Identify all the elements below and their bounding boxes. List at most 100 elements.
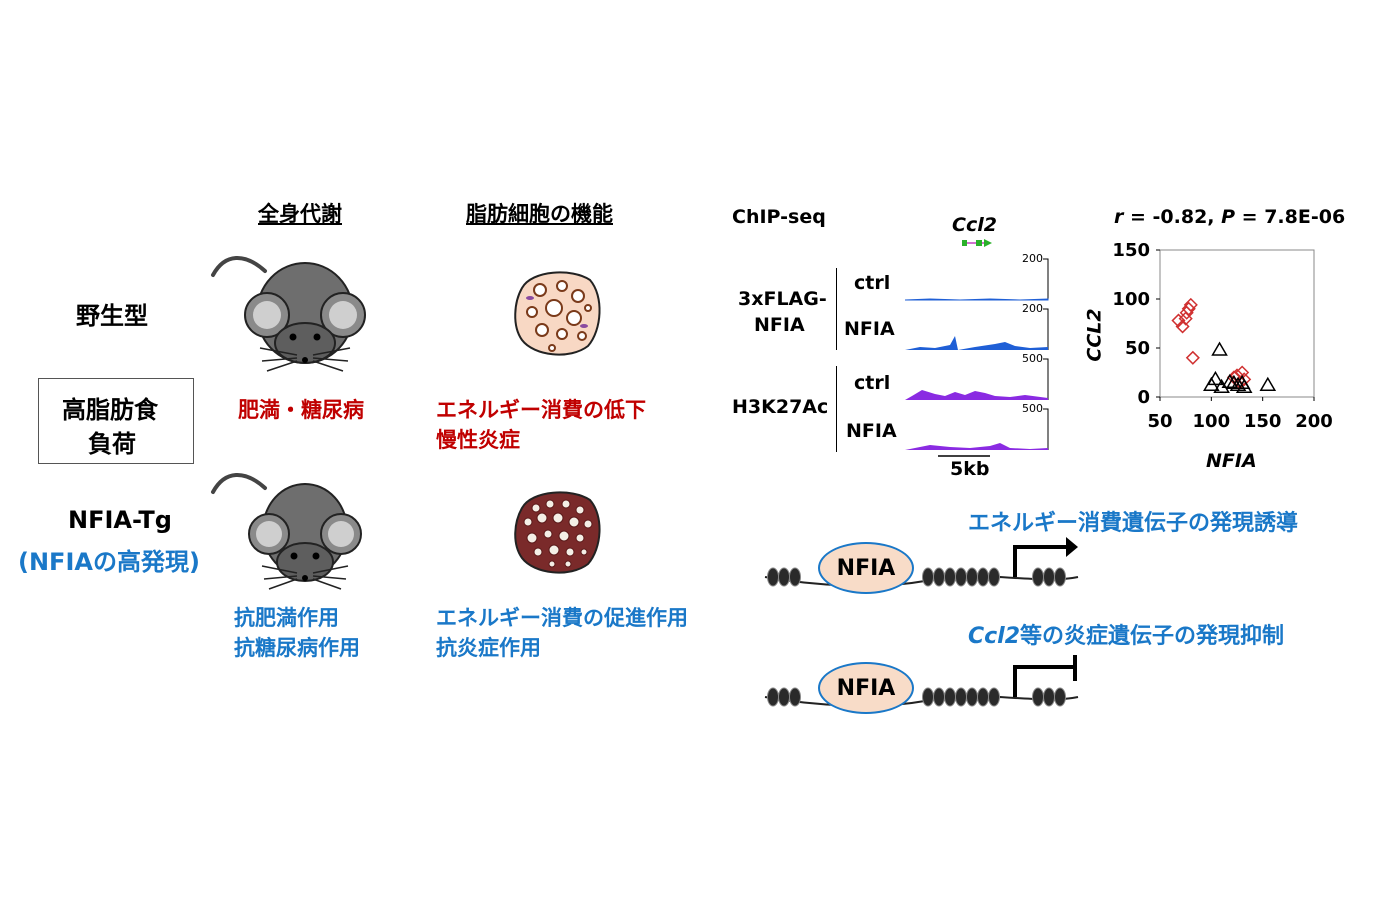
y-tick-label: 0 bbox=[1137, 387, 1150, 408]
activation-text: エネルギー消費遺伝子の発現誘導 bbox=[968, 511, 1299, 536]
nucleosome-icon bbox=[988, 687, 1000, 707]
scale-bar-label: 5kb bbox=[950, 458, 990, 480]
chart-title-r-label: r bbox=[1114, 206, 1124, 228]
tg-systemic-outcome-line2: 抗糖尿病作用 bbox=[234, 636, 360, 660]
scatter-point-diamond bbox=[1178, 311, 1193, 326]
repression-suffix: 等の炎症遺伝子の発現抑制 bbox=[1020, 624, 1285, 649]
wild-type-mouse-icon bbox=[211, 256, 366, 372]
nfia-tg-adipocyte-icon bbox=[514, 491, 601, 574]
nucleosome-icon bbox=[778, 687, 790, 707]
nfia-tg-mouse-icon bbox=[211, 473, 362, 590]
nucleosome-icon bbox=[955, 567, 967, 587]
dna-strand bbox=[764, 695, 1079, 707]
scatter-point-triangle bbox=[1233, 374, 1251, 390]
track-scale-3: 500 bbox=[1022, 352, 1043, 365]
chipseq-title: ChIP-seq bbox=[732, 206, 826, 228]
chart-title-r-value: = -0.82, bbox=[1123, 206, 1222, 228]
tg-systemic-outcome-line1: 抗肥満作用 bbox=[234, 606, 339, 630]
nucleosome-icon bbox=[1043, 687, 1055, 707]
scatter-plot: 0 50 100 150 50 100 150 200 bbox=[1112, 240, 1333, 432]
flag-nfia-track bbox=[905, 336, 1048, 350]
y-tick-label: 150 bbox=[1112, 240, 1150, 261]
nucleosome-icon bbox=[1032, 567, 1044, 587]
track-scale-4: 500 bbox=[1022, 402, 1043, 415]
scatter-point-triangle bbox=[1225, 374, 1243, 390]
header-adipocyte-function: 脂肪細胞の機能 bbox=[466, 202, 613, 226]
plot-frame bbox=[1159, 249, 1315, 398]
track-label-2: NFIA bbox=[844, 318, 895, 340]
activation-chromatin-diagram bbox=[764, 537, 1079, 587]
tg-adipocyte-outcome-line1: エネルギー消費の促進作用 bbox=[436, 606, 688, 630]
chart-title-p-value: = 7.8E-06 bbox=[1235, 206, 1346, 228]
nucleosome-icon bbox=[767, 687, 779, 707]
label-nfia-overexpression: (NFIAの高発現) bbox=[18, 548, 200, 576]
scatter-point-triangle bbox=[1211, 341, 1228, 356]
nucleosome-icon bbox=[944, 567, 956, 587]
dna-strand bbox=[764, 575, 1079, 587]
scatter-point-triangle bbox=[1213, 378, 1230, 393]
repression-chromatin-diagram bbox=[764, 655, 1079, 707]
nfia-factor-bottom: NFIA bbox=[818, 662, 914, 714]
nucleosome-icon bbox=[966, 567, 978, 587]
label-hfd-line2: 負荷 bbox=[88, 430, 136, 458]
chart-xlabel: NFIA bbox=[1206, 450, 1257, 472]
nucleosome-icon bbox=[922, 567, 934, 587]
scatter-point-diamond bbox=[1185, 350, 1200, 365]
nucleosome-icon bbox=[778, 567, 790, 587]
label-wild-type: 野生型 bbox=[76, 302, 148, 330]
repression-text: Ccl2等の炎症遺伝子の発現抑制 bbox=[968, 618, 1284, 650]
y-tick-label: 100 bbox=[1112, 289, 1150, 310]
nucleosome-icon bbox=[977, 567, 989, 587]
group-flag-label-line1: 3xFLAG- bbox=[738, 288, 827, 310]
wt-adipocyte-outcome-line2: 慢性炎症 bbox=[436, 428, 520, 452]
track-label-3: ctrl bbox=[854, 372, 891, 394]
scatter-point-triangle bbox=[1207, 370, 1224, 386]
hfd-box bbox=[38, 378, 194, 464]
label-nfia-tg: NFIA-Tg bbox=[68, 506, 172, 534]
group-h3k27ac-bracket bbox=[836, 366, 837, 452]
track-label-1: ctrl bbox=[854, 272, 891, 294]
flag-ctrl-track bbox=[904, 298, 1049, 301]
nucleosome-icon bbox=[789, 567, 801, 587]
arrow-head-icon bbox=[1066, 537, 1078, 557]
x-tick-label: 100 bbox=[1193, 411, 1231, 432]
y-tick-label: 50 bbox=[1125, 338, 1150, 359]
h3k27ac-ctrl-track bbox=[905, 390, 1048, 400]
nucleosome-icon bbox=[922, 687, 934, 707]
scatter-point-triangle bbox=[1221, 373, 1239, 389]
repression-arrow-icon bbox=[1013, 665, 1075, 697]
nfia-factor-top: NFIA bbox=[818, 542, 914, 594]
activation-arrow-icon bbox=[1013, 545, 1070, 577]
nucleosome-icon bbox=[789, 687, 801, 707]
nucleosome-icon bbox=[988, 567, 1000, 587]
group-flag-bracket bbox=[836, 268, 837, 350]
chipseq-tracks bbox=[904, 258, 1049, 457]
nucleosome-icon bbox=[955, 687, 967, 707]
track-label-4: NFIA bbox=[846, 420, 897, 442]
wt-systemic-outcome: 肥満・糖尿病 bbox=[238, 398, 364, 422]
tg-adipocyte-outcome-line2: 抗炎症作用 bbox=[436, 636, 541, 660]
h3k27ac-nfia-track bbox=[905, 443, 1048, 450]
chipseq-gene-label: Ccl2 bbox=[952, 214, 997, 236]
nucleosome-icon bbox=[977, 687, 989, 707]
x-tick-label: 150 bbox=[1244, 411, 1282, 432]
nucleosome-icon bbox=[1054, 567, 1066, 587]
track-scale-2: 200 bbox=[1022, 302, 1043, 315]
nucleosome-icon bbox=[944, 687, 956, 707]
header-systemic-metabolism: 全身代謝 bbox=[258, 202, 342, 226]
nucleosome-icon bbox=[1032, 687, 1044, 707]
wild-type-adipocyte-icon bbox=[514, 271, 601, 356]
chart-title-p-label: P bbox=[1221, 206, 1236, 228]
nucleosome-icon bbox=[933, 687, 945, 707]
label-hfd-line1: 高脂肪食 bbox=[62, 396, 158, 424]
track-scale-1: 200 bbox=[1022, 252, 1043, 265]
nucleosome-icon bbox=[1043, 567, 1055, 587]
x-tick-label: 200 bbox=[1295, 411, 1333, 432]
nucleosome-icon bbox=[966, 687, 978, 707]
nucleosome-icon bbox=[767, 567, 779, 587]
repression-gene: Ccl2 bbox=[968, 624, 1021, 649]
ccl2-gene-model-icon bbox=[962, 239, 992, 247]
scatter-point-triangle bbox=[1259, 376, 1277, 391]
nucleosome-icon bbox=[933, 567, 945, 587]
x-tick-label: 50 bbox=[1147, 411, 1172, 432]
